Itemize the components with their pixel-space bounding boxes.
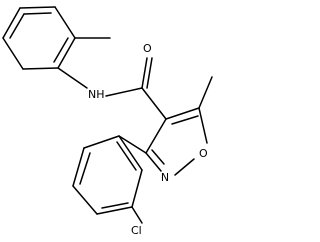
bond-tolyl-inner-1 xyxy=(23,12,52,15)
bond-aryl-chlorine xyxy=(131,206,143,224)
bond-aryl-amide-nitrogen xyxy=(57,67,88,89)
bond-chlorophenyl-4 xyxy=(96,206,133,215)
bond-isoxazole-n-c3-inner xyxy=(151,149,165,165)
bond-isoxazole-n-c3 xyxy=(145,152,162,172)
amide-nitrogen-label: NH xyxy=(88,88,105,101)
bond-tolyl-2 xyxy=(54,6,76,39)
bond-isoxazole-c4-c5 xyxy=(165,107,200,120)
bond-chlorophenyl-inner-3 xyxy=(116,141,137,171)
ring-oxygen-label: O xyxy=(199,147,208,160)
bond-isoxazole-aryl xyxy=(118,135,147,154)
chemical-structure-diagram: O NH O N Cl xyxy=(2,6,213,237)
bond-tolyl-1 xyxy=(19,6,56,9)
bond-tolyl-inner-2 xyxy=(53,37,69,63)
carbonyl-oxygen-label: O xyxy=(143,42,152,55)
bond-tolyl-5 xyxy=(2,37,24,70)
chlorine-label: Cl xyxy=(131,224,142,237)
atom-labels: O NH O N Cl xyxy=(88,42,208,237)
bond-chlorophenyl-1 xyxy=(83,135,120,149)
bond-amide-isoxazole xyxy=(141,87,167,120)
bond-tolyl-6 xyxy=(2,7,21,39)
bond-tolyl-inner-3 xyxy=(9,13,25,39)
bond-chlorophenyl-3 xyxy=(72,185,98,215)
bond-isoxazole-c5-c4-inner xyxy=(171,115,199,125)
bond-chlorophenyl-2 xyxy=(72,147,85,187)
bond-isoxazole-c3-c4 xyxy=(145,118,167,154)
bond-chlorophenyl-inner-1 xyxy=(79,152,91,185)
bond-tolyl-4 xyxy=(22,67,59,70)
bond-tolyl-3 xyxy=(57,37,76,69)
bonds xyxy=(2,6,213,224)
ring-nitrogen-label: N xyxy=(161,171,169,184)
bond-isoxazole-methyl xyxy=(198,76,213,109)
bond-chlorophenyl-6 xyxy=(118,135,143,171)
bond-amide-nitrogen-carbon xyxy=(105,87,143,97)
bond-isoxazole-o-n xyxy=(174,158,195,176)
bond-carbonyl-outer xyxy=(141,57,148,89)
bond-chlorophenyl-5 xyxy=(131,169,143,208)
bond-chlorophenyl-inner-2 xyxy=(101,202,129,209)
bond-isoxazole-c5-o xyxy=(198,107,208,144)
bond-carbonyl-inner xyxy=(146,57,153,89)
